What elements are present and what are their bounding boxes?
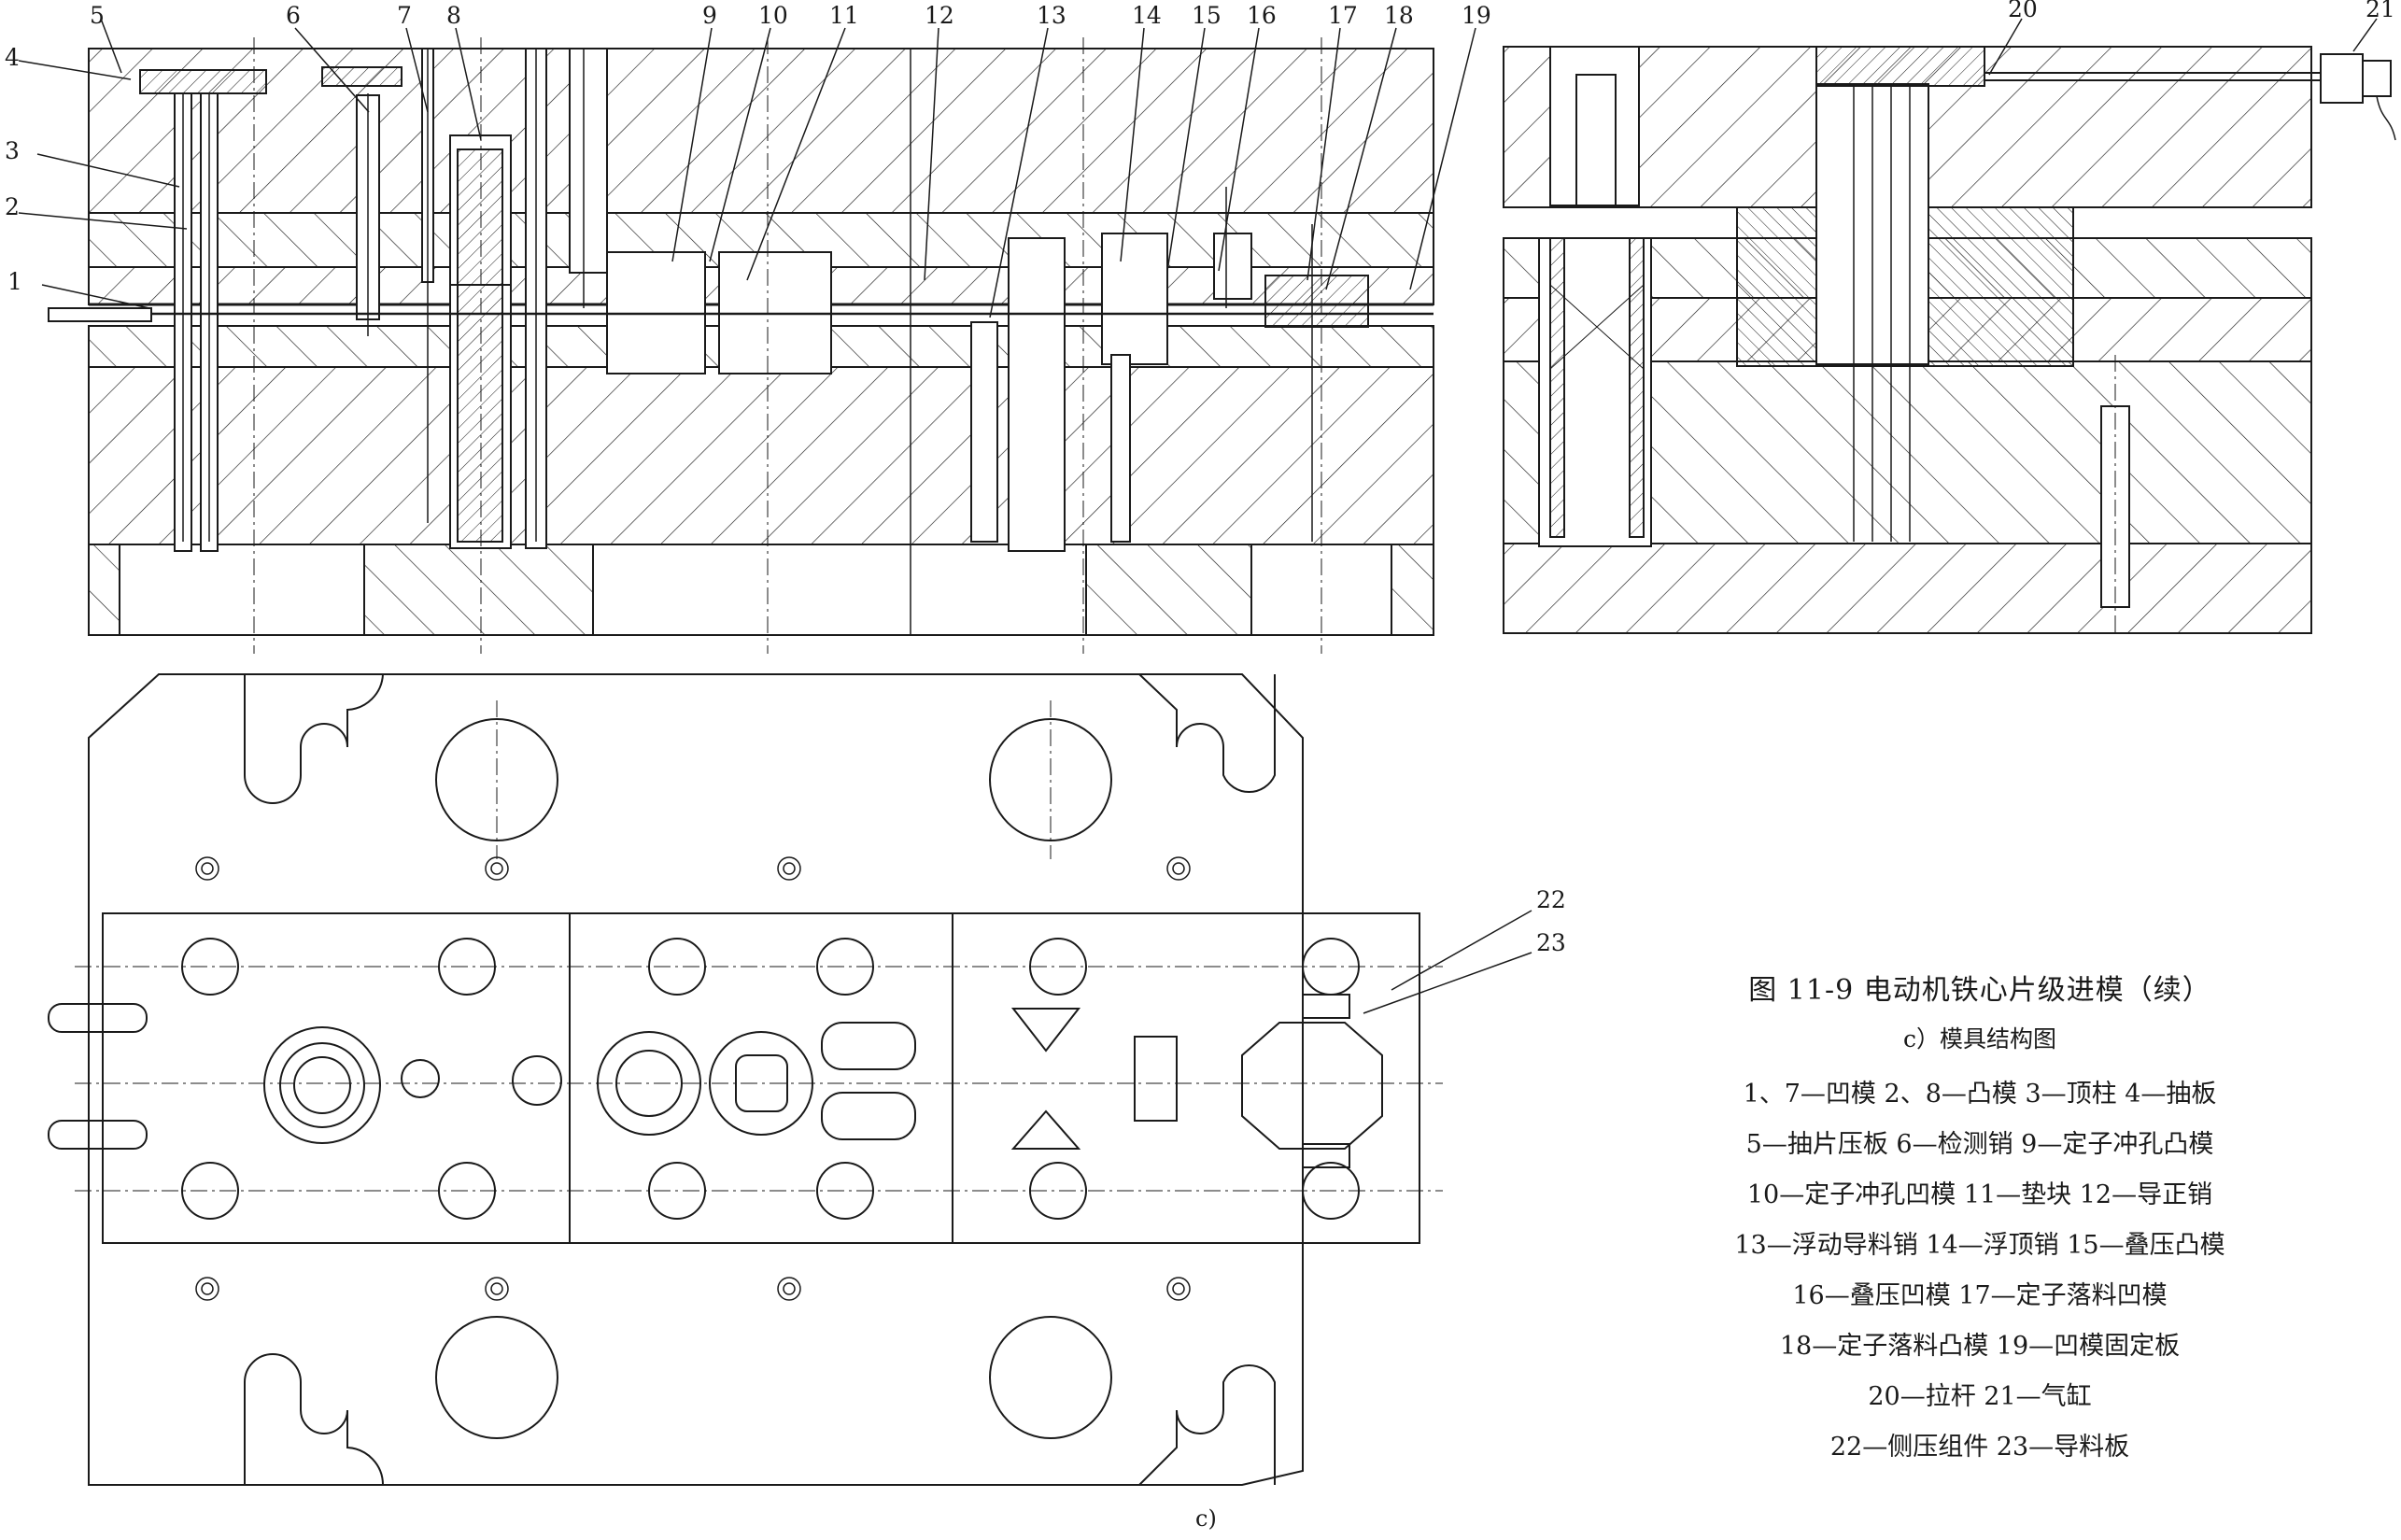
callout-20: 20 xyxy=(2008,0,2038,22)
figure-subtitle: c）模具结构图 xyxy=(1902,1025,2056,1053)
callout-2: 2 xyxy=(5,193,20,220)
side-section-view xyxy=(1503,46,2396,635)
plan-view xyxy=(48,673,1532,1486)
callout-numbers: 1 2 3 4 5 6 7 8 9 10 11 12 13 14 15 16 1… xyxy=(5,0,2395,956)
callout-5: 5 xyxy=(90,2,105,29)
stripper-press-plate xyxy=(139,69,267,94)
lower-die-seat xyxy=(88,366,1434,545)
callout-1: 1 xyxy=(7,268,22,295)
stator-ring xyxy=(263,1026,381,1144)
legend-line: 22—侧压组件 23—导料板 xyxy=(1829,1433,2130,1462)
legend-line: 18—定子落料凸模 19—凹模固定板 xyxy=(1779,1332,2181,1361)
octagon-stator-die xyxy=(1241,1022,1383,1150)
callout-10: 10 xyxy=(758,2,788,29)
callout-leaders xyxy=(18,18,2378,318)
callout-19: 19 xyxy=(1462,2,1491,29)
callout-15: 15 xyxy=(1192,2,1222,29)
die-insert-1 xyxy=(102,912,571,1244)
legend-line: 1、7—凹模 2、8—凸模 3—顶柱 4—抽板 xyxy=(1743,1080,2217,1109)
callout-7: 7 xyxy=(397,2,412,29)
callout-4: 4 xyxy=(5,44,20,71)
callout-3: 3 xyxy=(5,137,20,164)
callout-18: 18 xyxy=(1384,2,1414,29)
callout-9: 9 xyxy=(702,2,717,29)
upper-die-seat xyxy=(88,48,1434,214)
legend-line: 10—定子冲孔凹模 11—垫块 12—导正销 xyxy=(1746,1180,2213,1209)
lower-die-base-outline xyxy=(88,673,1304,1486)
callout-14: 14 xyxy=(1132,2,1162,29)
main-section-view xyxy=(48,37,1434,654)
callout-8: 8 xyxy=(446,2,461,29)
callout-12: 12 xyxy=(925,2,954,29)
callout-11: 11 xyxy=(829,2,859,29)
legend-line: 16—叠压凹模 17—定子落料凹模 xyxy=(1792,1281,2168,1310)
air-cylinder xyxy=(2320,53,2364,104)
legend-line: 20—拉杆 21—气缸 xyxy=(1868,1382,2092,1411)
callout-23: 23 xyxy=(1536,929,1566,956)
figure-title: 图 11-9 电动机铁心片级进模（续） xyxy=(1748,974,2211,1007)
die-insert-2 xyxy=(569,912,953,1244)
legend-line: 5—抽片压板 6—检测销 9—定子冲孔凸模 xyxy=(1745,1130,2214,1159)
callout-6: 6 xyxy=(286,2,301,29)
callout-17: 17 xyxy=(1328,2,1358,29)
callout-16: 16 xyxy=(1247,2,1277,29)
figure-caption: 图 11-9 电动机铁心片级进模（续） c）模具结构图 1、7—凹模 2、8—凸… xyxy=(1653,967,2307,1473)
callout-22: 22 xyxy=(1536,886,1566,913)
legend-line: 13—浮动导料销 14—浮顶销 15—叠压凸模 xyxy=(1734,1231,2225,1260)
callout-21: 21 xyxy=(2366,0,2395,22)
view-label: c) xyxy=(1195,1505,1217,1532)
callout-13: 13 xyxy=(1037,2,1066,29)
die-insert-3 xyxy=(952,912,1420,1244)
